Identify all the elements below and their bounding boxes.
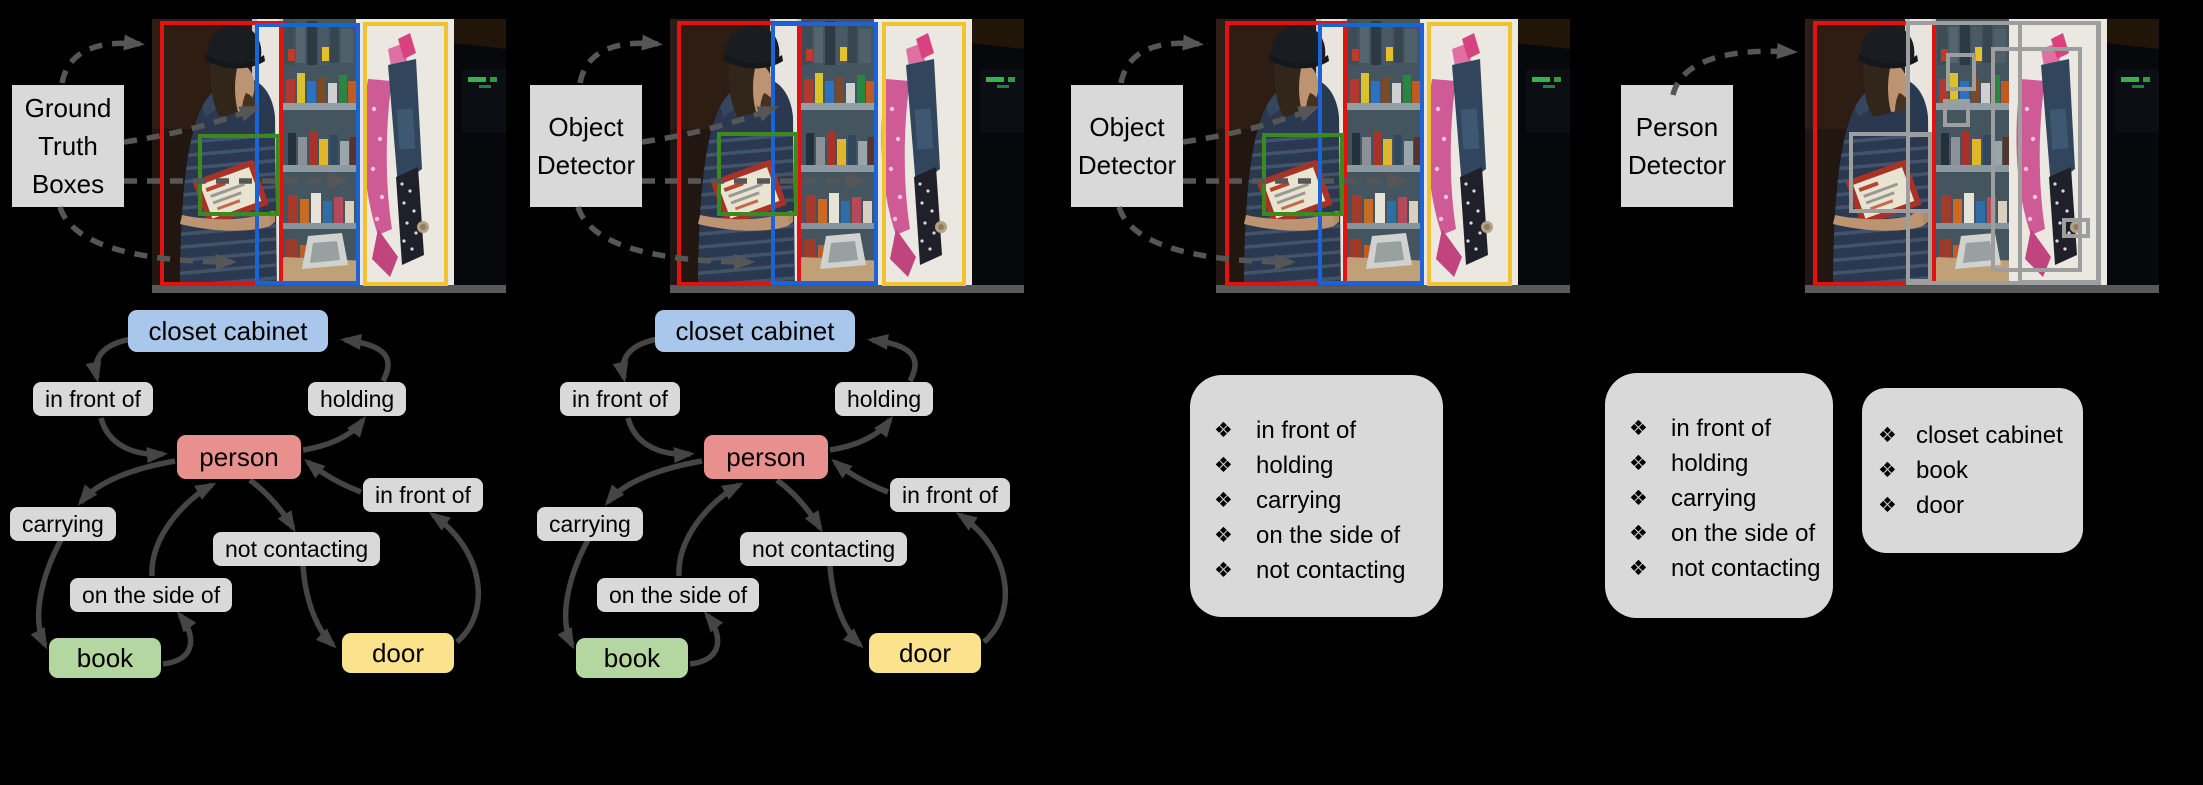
- diamond-bullet-icon: ❖: [1629, 557, 1648, 580]
- bbox-door: [882, 22, 966, 286]
- graph-edge-label: holding: [308, 382, 407, 416]
- graph-node-person: person: [177, 435, 301, 479]
- list-item-text: in front of: [1671, 414, 1772, 442]
- list-item: ❖ on the side of: [1190, 518, 1443, 553]
- graph-edge-label: not contacting: [740, 532, 908, 566]
- list-item-text: carrying: [1256, 486, 1342, 514]
- list-item: ❖ on the side of: [1605, 516, 1833, 551]
- bbox-closet-cabinet: [255, 22, 361, 286]
- bbox-person: [1813, 20, 1936, 287]
- bbox-region-proposal: [1943, 99, 1970, 127]
- diamond-bullet-icon: ❖: [1878, 494, 1897, 517]
- list-item-text: on the side of: [1671, 519, 1816, 547]
- bbox-region-proposal: [2062, 217, 2090, 238]
- list-item: ❖ not contacting: [1190, 553, 1443, 588]
- photo-person-detector: [1805, 19, 2159, 293]
- bbox-region-proposal: [1848, 131, 1932, 213]
- bbox-region-proposal: [1990, 46, 2082, 272]
- bbox-book: [1262, 132, 1345, 216]
- diamond-bullet-icon: ❖: [1214, 489, 1233, 512]
- diamond-bullet-icon: ❖: [1214, 559, 1233, 582]
- photo-object-detector-2: [1216, 19, 1570, 293]
- bbox-closet-cabinet: [771, 22, 879, 286]
- list-item-text: in front of: [1256, 416, 1357, 444]
- diamond-bullet-icon: ❖: [1878, 459, 1897, 482]
- graph-edge-label: carrying: [10, 507, 116, 541]
- bounding-box-layer: [670, 19, 1024, 293]
- bbox-person: [1224, 20, 1347, 287]
- graph-edge-label: in front of: [363, 478, 483, 512]
- scene-graph-ground-truth: closet cabinet person book door in front of h…: [5, 298, 517, 700]
- diamond-bullet-icon: ❖: [1629, 417, 1648, 440]
- diamond-bullet-icon: ❖: [1878, 424, 1897, 447]
- graph-node-book: book: [576, 638, 688, 678]
- list-item-text: door: [1916, 491, 1965, 519]
- graph-edge-label: on the side of: [70, 578, 233, 612]
- bbox-door: [362, 21, 448, 287]
- label-ground-truth-boxes: Ground Truth Boxes: [12, 85, 124, 207]
- diamond-bullet-icon: ❖: [1214, 419, 1233, 442]
- list-item: ❖ book: [1862, 453, 2083, 488]
- list-item-text: not contacting: [1671, 554, 1821, 582]
- photo-object-detector-1: [670, 19, 1024, 293]
- list-item: ❖ not contacting: [1605, 551, 1833, 586]
- list-item-text: closet cabinet: [1916, 421, 2063, 449]
- graph-edge-label: holding: [835, 382, 934, 416]
- graph-edge-label: not contacting: [213, 532, 381, 566]
- diamond-bullet-icon: ❖: [1214, 524, 1233, 547]
- predicate-list-box: ❖ in front of ❖ holding ❖ carrying ❖ on the sid…: [1605, 373, 1833, 618]
- list-item-text: on the side of: [1256, 521, 1401, 549]
- graph-edge-label: in front of: [560, 382, 680, 416]
- graph-node-closet-cabinet: closet cabinet: [128, 310, 328, 352]
- bbox-book: [198, 134, 281, 217]
- diamond-bullet-icon: ❖: [1629, 522, 1648, 545]
- label-person-detector: Person Detector: [1621, 85, 1733, 207]
- list-item-text: book: [1916, 456, 1969, 484]
- list-item: ❖ carrying: [1605, 481, 1833, 516]
- list-item: ❖ holding: [1190, 448, 1443, 483]
- bbox-person: [160, 20, 283, 287]
- list-item-text: not contacting: [1256, 556, 1406, 584]
- label-object-detector: Object Detector: [1071, 85, 1183, 207]
- diamond-bullet-icon: ❖: [1629, 487, 1648, 510]
- list-item: ❖ closet cabinet: [1862, 418, 2083, 453]
- list-item-text: holding: [1256, 451, 1334, 479]
- list-item: ❖ in front of: [1190, 413, 1443, 448]
- graph-edge-label: on the side of: [597, 578, 760, 612]
- predicate-list-box: ❖ in front of ❖ holding ❖ carrying ❖ on the sid…: [1190, 375, 1443, 617]
- bounding-box-layer: [1805, 19, 2159, 293]
- list-item: ❖ carrying: [1190, 483, 1443, 518]
- bbox-door: [1427, 22, 1513, 286]
- diamond-bullet-icon: ❖: [1629, 452, 1648, 475]
- bbox-closet-cabinet: [1318, 22, 1425, 286]
- object-list-box: ❖ closet cabinet ❖ book ❖ door: [1862, 388, 2083, 553]
- bounding-box-layer: [152, 19, 506, 293]
- graph-edge-label: in front of: [890, 478, 1010, 512]
- scene-graph-detected: closet cabinet person book door in front of h…: [532, 298, 1044, 700]
- photo-ground-truth: [152, 19, 506, 293]
- panel-object-detector-1: Object Detector: [518, 0, 1113, 300]
- bbox-region-proposal: [2018, 20, 2101, 284]
- graph-node-book: book: [49, 638, 161, 678]
- list-item: ❖ in front of: [1605, 411, 1833, 446]
- graph-node-door: door: [342, 633, 454, 673]
- graph-node-person: person: [704, 435, 828, 479]
- list-item: ❖ door: [1862, 488, 2083, 523]
- graph-edge-label: carrying: [537, 507, 643, 541]
- graph-node-closet-cabinet: closet cabinet: [655, 310, 855, 352]
- list-item-text: holding: [1671, 449, 1749, 477]
- bbox-person: [677, 21, 801, 286]
- graph-node-door: door: [869, 633, 981, 673]
- graph-edge-label: in front of: [33, 382, 153, 416]
- bbox-region-proposal: [1945, 52, 1976, 92]
- list-item-text: carrying: [1671, 484, 1757, 512]
- bbox-book: [717, 132, 799, 216]
- panel-person-detector: Person Detector: [1609, 0, 2203, 300]
- list-item: ❖ holding: [1605, 446, 1833, 481]
- panel-ground-truth: Ground Truth Boxes: [0, 0, 595, 300]
- diamond-bullet-icon: ❖: [1214, 454, 1233, 477]
- panel-object-detector-2: Object Detector: [1059, 0, 1654, 300]
- bounding-box-layer: [1216, 19, 1570, 293]
- label-object-detector: Object Detector: [530, 85, 642, 207]
